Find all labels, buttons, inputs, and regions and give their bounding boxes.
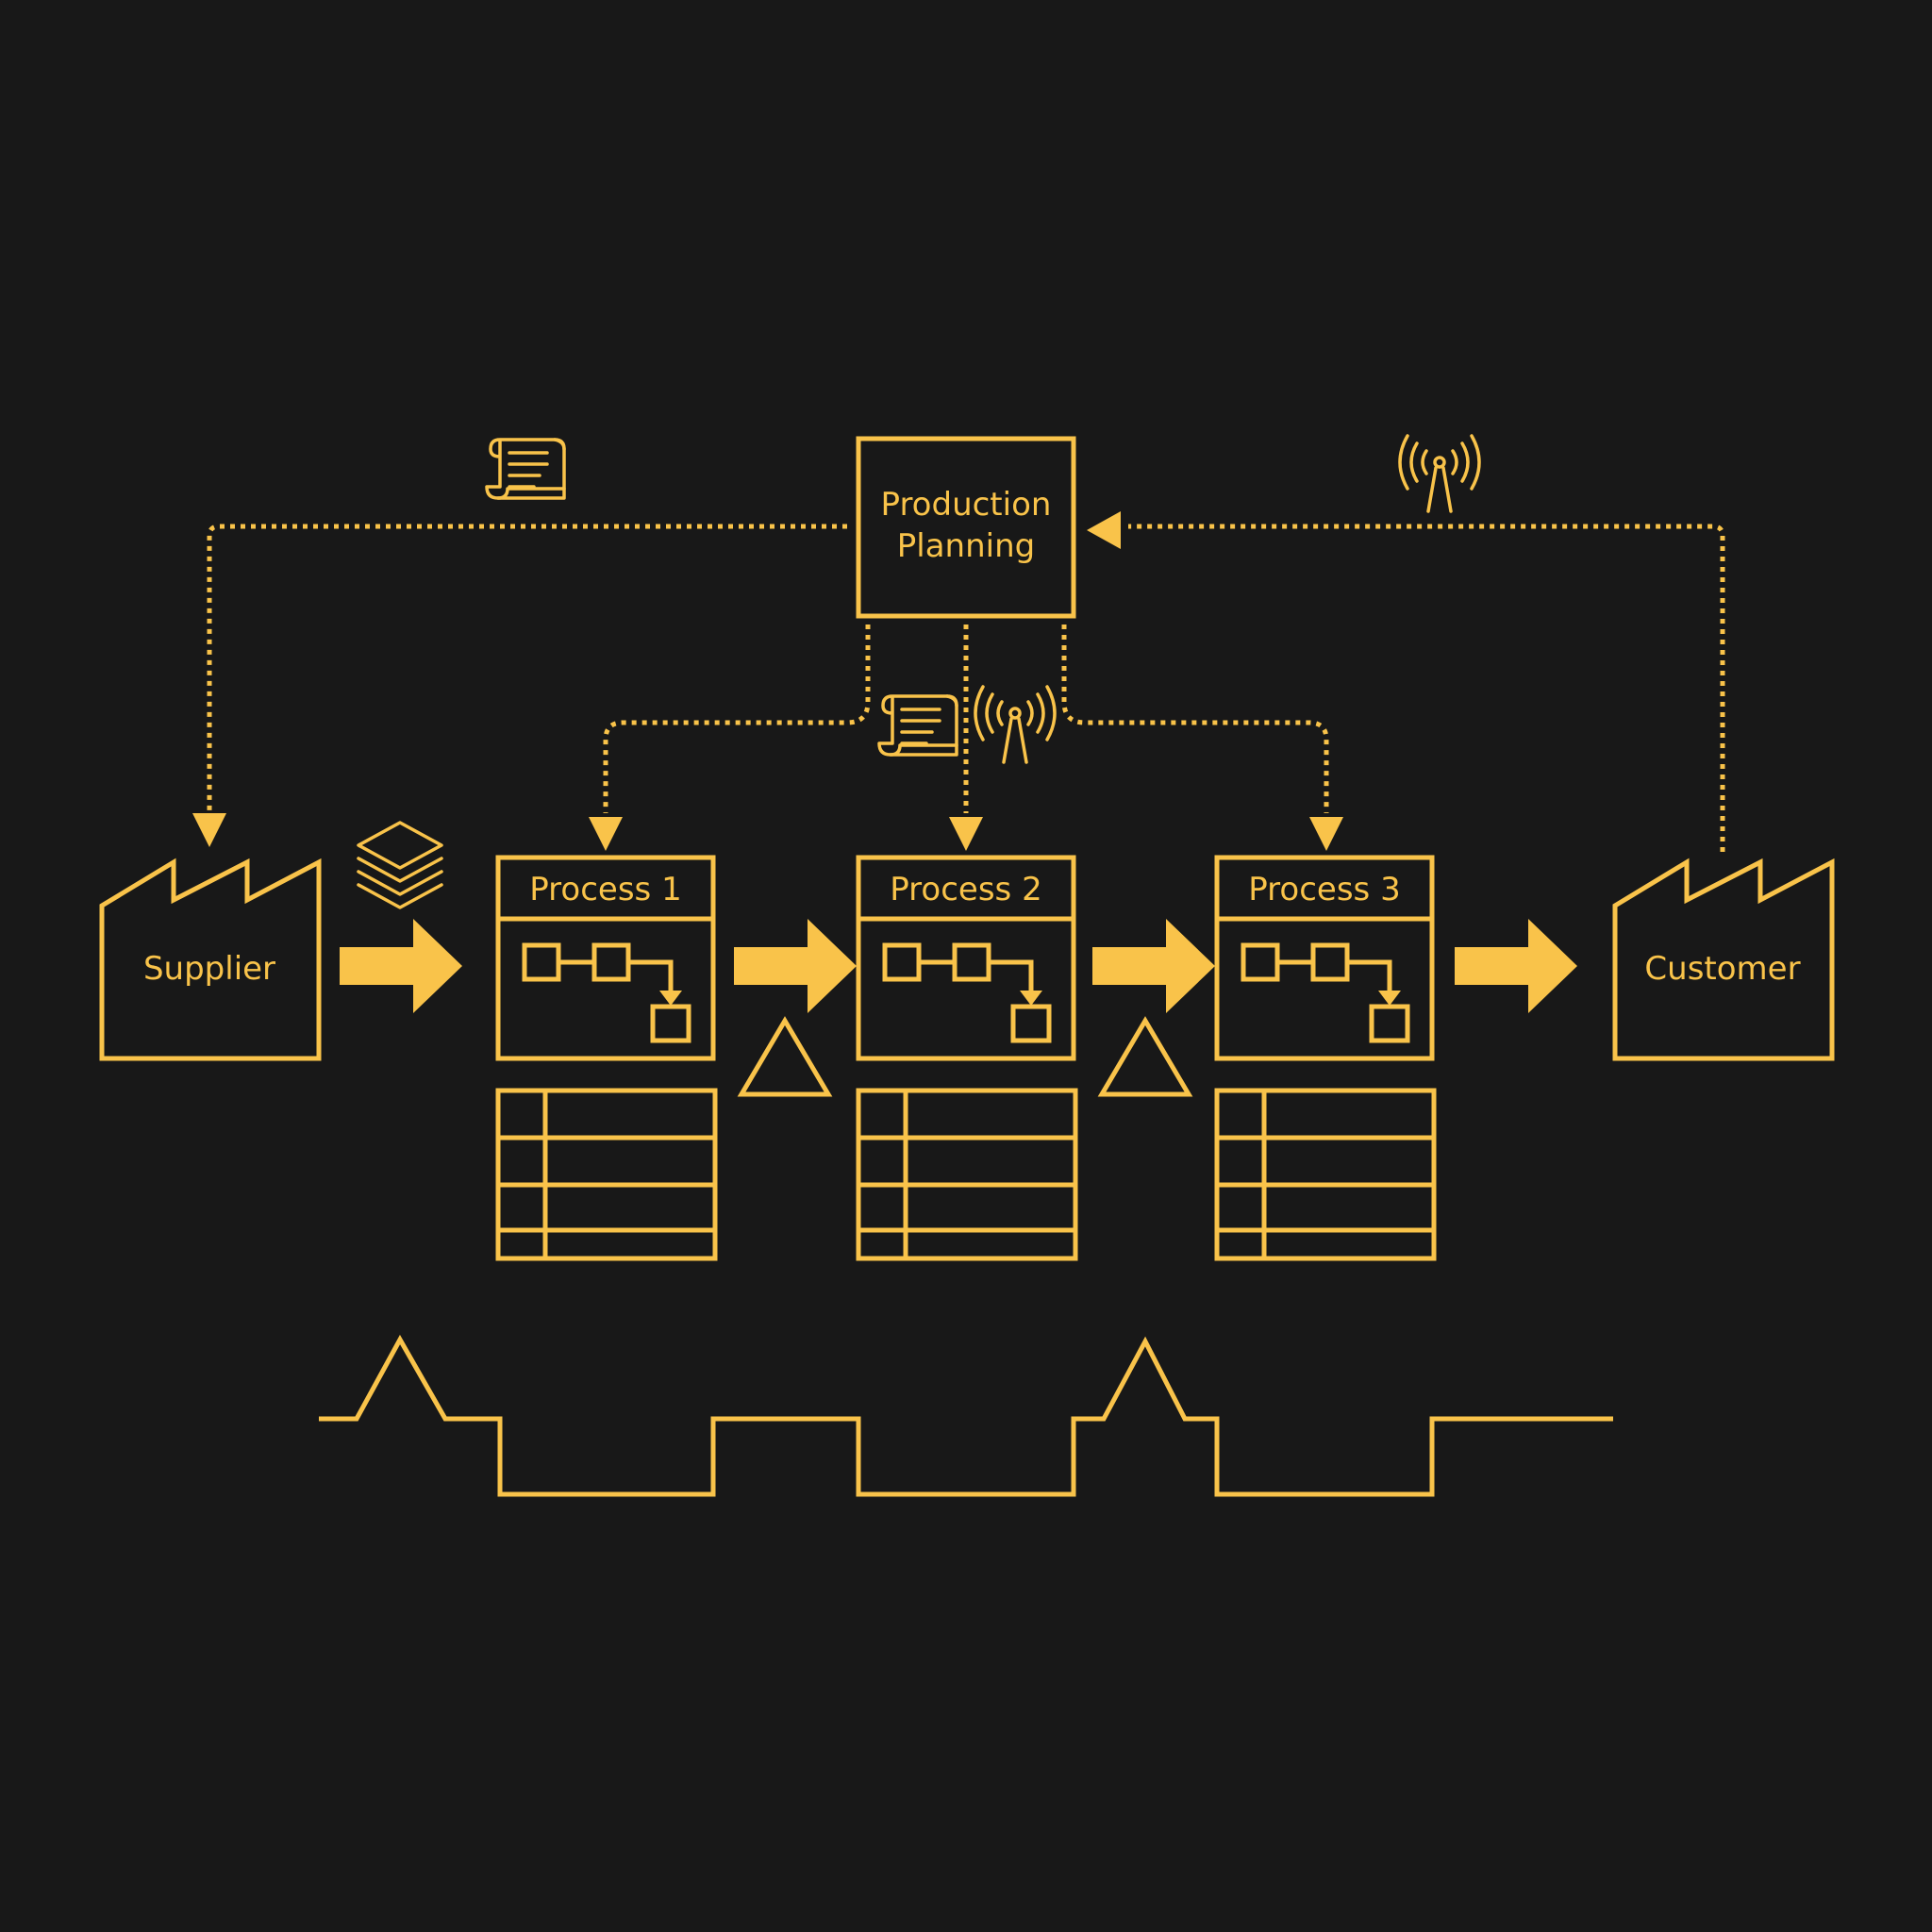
- timeline-ladder: [319, 1334, 1613, 1497]
- push-arrow-icon: [1092, 919, 1215, 1013]
- document-scroll-icon: [877, 694, 958, 757]
- inventory-triangle-icon: [1097, 1016, 1193, 1097]
- inventory-triangle-icon: [737, 1016, 833, 1097]
- info-flow-to-process-1: [603, 625, 871, 813]
- push-arrow-icon: [1455, 919, 1577, 1013]
- production-planning-frame: [856, 436, 1076, 619]
- push-arrow-icon: [340, 919, 462, 1013]
- production-planning-label-line2: Planning: [897, 527, 1035, 565]
- info-flow-arrowhead-process-3: [1309, 817, 1343, 851]
- data-table-icon: [1217, 1091, 1434, 1258]
- info-flow-arrowhead-supplier: [192, 813, 226, 847]
- info-flow-to-supplier: [207, 524, 847, 813]
- push-arrow-icon: [734, 919, 857, 1013]
- customer-factory: Customer: [1612, 858, 1835, 1061]
- process-3-label: Process 3: [1248, 871, 1400, 908]
- process-flow-icon: [1243, 945, 1407, 1041]
- radio-tower-icon: [1398, 434, 1481, 513]
- supplier-label: Supplier: [143, 950, 275, 988]
- data-table-icon: [858, 1091, 1075, 1258]
- info-flow-to-process-3: [1061, 625, 1329, 813]
- stacked-layers-icon: [357, 821, 443, 909]
- info-flow-arrowhead-planning: [1087, 511, 1121, 549]
- data-table-icon: [498, 1091, 715, 1258]
- process-1-box: Process 1: [495, 855, 716, 1061]
- process-2-label: Process 2: [890, 871, 1041, 908]
- radio-tower-icon: [974, 685, 1057, 764]
- info-flow-from-customer: [1128, 524, 1725, 852]
- process-3-box: Process 3: [1214, 855, 1435, 1061]
- info-flow-arrowhead-process-1: [589, 817, 623, 851]
- process-flow-icon: [885, 945, 1049, 1041]
- customer-label: Customer: [1644, 950, 1800, 988]
- production-planning-box: Production Planning: [856, 436, 1076, 619]
- info-flow-arrowhead-process-2: [949, 817, 983, 851]
- process-flow-icon: [525, 945, 689, 1041]
- document-scroll-icon: [485, 438, 566, 500]
- process-1-label: Process 1: [529, 871, 681, 908]
- supplier-factory: Supplier: [99, 858, 322, 1061]
- factory-icon: [99, 858, 322, 1061]
- process-2-box: Process 2: [856, 855, 1076, 1061]
- production-planning-label-line1: Production: [881, 486, 1052, 524]
- factory-icon: [1612, 858, 1835, 1061]
